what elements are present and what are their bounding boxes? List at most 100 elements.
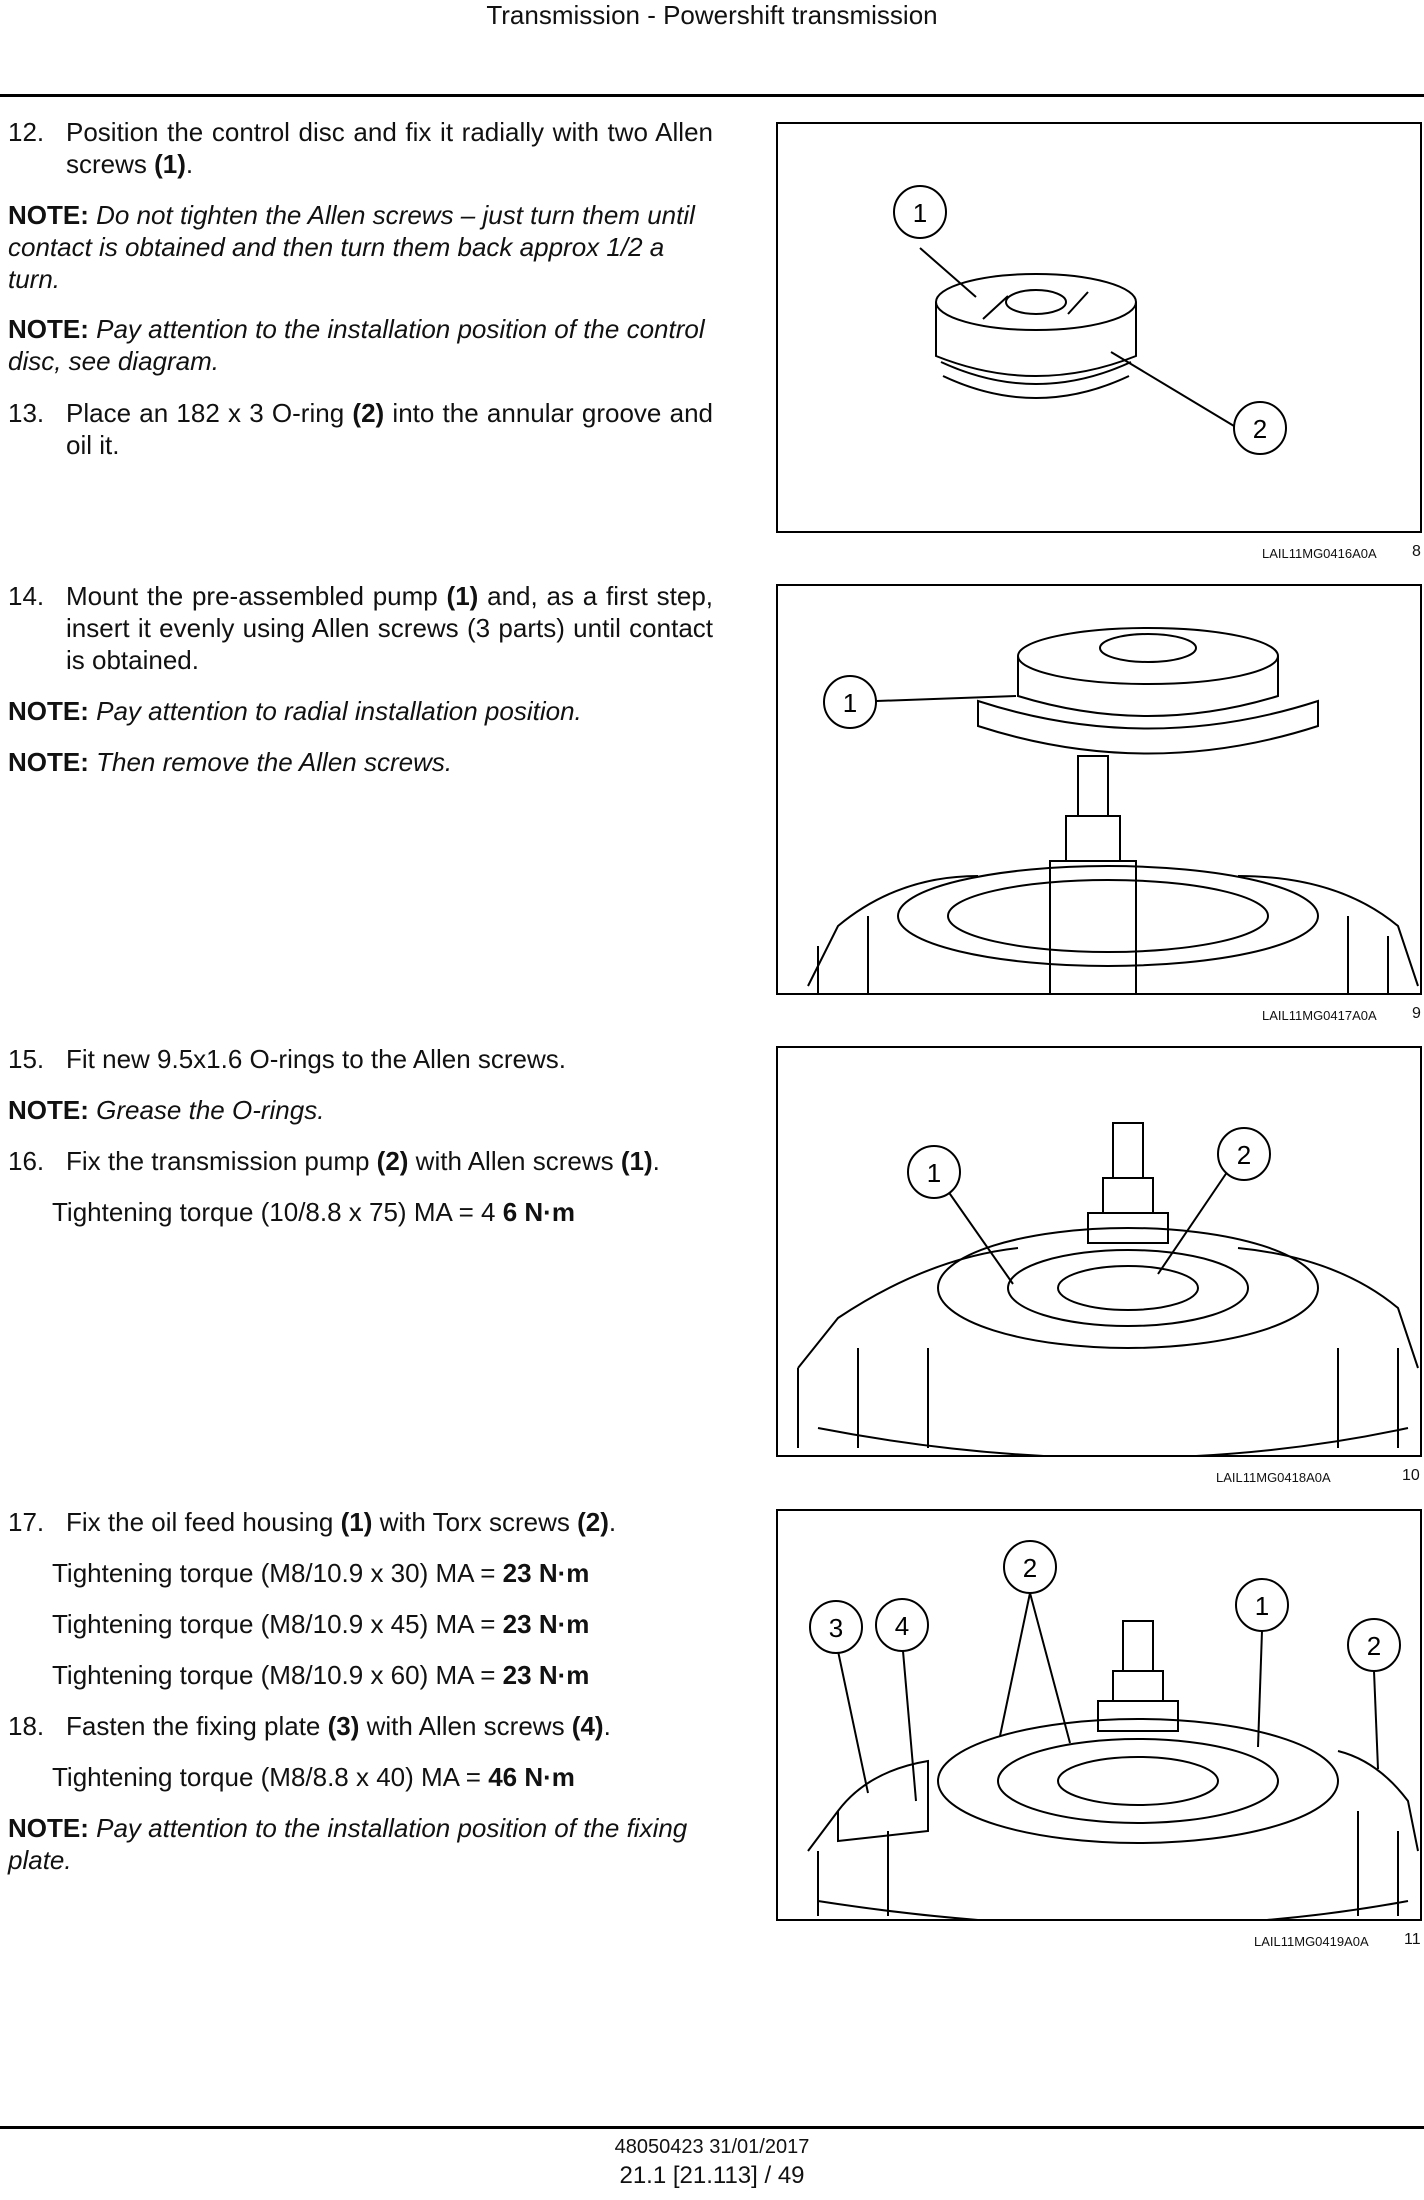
step-number: 13.	[8, 398, 45, 428]
callout-ref: (1)	[446, 581, 479, 611]
callout-label: 3	[829, 1613, 843, 1643]
figure-number: 8	[1412, 543, 1421, 560]
figure-code: LAIL11MG0419A0A	[1254, 1934, 1369, 1949]
step-number: 12.	[8, 117, 45, 147]
torque-text: Tightening torque (10/8.8 x 75) MA = 4	[52, 1197, 503, 1227]
callout-ref: (1)	[154, 149, 186, 179]
torque-17c: Tightening torque (M8/10.9 x 60) MA = 23…	[52, 1659, 589, 1691]
callout-ref: (2)	[577, 1507, 609, 1537]
note-12a: NOTE: Do not tighten the Allen screws – …	[8, 199, 713, 295]
callout-ref: (1)	[620, 1146, 653, 1176]
callout-circle	[893, 185, 947, 239]
callout-label: 1	[1255, 1591, 1269, 1621]
step-text-end: and, as a first step, insert it evenly u…	[66, 581, 714, 675]
torque-value: 23 N·m	[502, 1558, 590, 1588]
torque-17b: Tightening torque (M8/10.9 x 45) MA = 23…	[52, 1608, 589, 1640]
callout-ref: (2)	[376, 1146, 409, 1176]
step-15: 15. Fit new 9.5x1.6 O-rings to the Allen…	[8, 1043, 713, 1075]
figure-number: 11	[1404, 1931, 1421, 1948]
footer-rule	[0, 2126, 1424, 2129]
step-13: 13. Place an 182 x 3 O-ring (2) into the…	[8, 397, 713, 461]
callout-label: 1	[843, 688, 857, 718]
step-17: 17. Fix the oil feed housing (1) with To…	[8, 1506, 713, 1538]
torque-value: 23 N·m	[502, 1660, 590, 1690]
torque-16: Tightening torque (10/8.8 x 75) MA = 4 6…	[52, 1196, 575, 1228]
torque-18: Tightening torque (M8/8.8 x 40) MA = 46 …	[52, 1761, 575, 1793]
page-number: 21.1 [21.113] / 49	[619, 2162, 805, 2189]
callout-label: 4	[895, 1611, 909, 1641]
figure-code: LAIL11MG0418A0A	[1216, 1470, 1331, 1485]
step-14: 14. Mount the pre-assembled pump (1) and…	[8, 580, 713, 676]
callout-label: 1	[913, 198, 927, 228]
torque-17a: Tightening torque (M8/10.9 x 30) MA = 23…	[52, 1557, 589, 1589]
note-label: NOTE:	[8, 200, 89, 230]
note-12b: NOTE: Pay attention to the installation …	[8, 313, 713, 377]
note-text: Pay attention to radial installation pos…	[88, 696, 582, 726]
step-12: 12. Position the control disc and fix it…	[8, 116, 713, 180]
step-text-mid: with Torx screws	[372, 1507, 578, 1537]
pump-mounting-illustration: 1	[807, 627, 1419, 993]
step-number: 14.	[8, 581, 45, 611]
step-text: Fix the transmission pump	[66, 1146, 377, 1176]
note-label: NOTE:	[8, 747, 89, 777]
callout-circle	[1347, 1618, 1401, 1672]
step-number: 16.	[8, 1146, 45, 1176]
step-text-mid: with Allen screws	[359, 1711, 572, 1741]
page-header: Transmission - Powershift transmission	[486, 0, 938, 30]
callout-label: 2	[1237, 1140, 1251, 1170]
step-text: Place an 182 x 3 O-ring	[66, 398, 353, 428]
step-18: 18. Fasten the fixing plate (3) with All…	[8, 1710, 713, 1742]
step-text-end: into the annular groove and oil it.	[66, 398, 713, 460]
step-text-mid: with Allen screws	[408, 1146, 621, 1176]
callout-label: 2	[1023, 1553, 1037, 1583]
callout-circle	[907, 1145, 961, 1199]
figure-number: 10	[1402, 1467, 1420, 1484]
callout-circle	[1217, 1127, 1271, 1181]
pump-fixing-illustration: 1 2	[797, 1122, 1419, 1455]
step-text-end: .	[652, 1146, 660, 1176]
figure-11: 2 1 2 3 4	[776, 1509, 1422, 1921]
figure-code: LAIL11MG0417A0A	[1262, 1008, 1377, 1023]
note-14b: NOTE: Then remove the Allen screws.	[8, 746, 713, 778]
step-text-end: .	[603, 1711, 611, 1741]
step-number: 18.	[8, 1711, 45, 1741]
figure-8: 1 2	[776, 122, 1422, 533]
step-text: Fix the oil feed housing	[66, 1507, 341, 1537]
callout-circle	[1235, 1578, 1289, 1632]
torque-value: 6 N·m	[502, 1197, 575, 1227]
step-text: Fasten the fixing plate	[66, 1711, 328, 1741]
torque-text: Tightening torque (M8/10.9 x 30) MA =	[52, 1558, 503, 1588]
callout-circle	[875, 1598, 929, 1652]
callout-ref: (4)	[571, 1711, 604, 1741]
callout-circle	[1003, 1540, 1057, 1594]
callout-label: 1	[927, 1158, 941, 1188]
torque-value: 23 N·m	[502, 1609, 590, 1639]
figure-10: 1 2	[776, 1046, 1422, 1457]
note-text: Pay attention to the installation positi…	[8, 314, 705, 376]
note-text: Do not tighten the Allen screws – just t…	[8, 200, 695, 294]
step-16: 16. Fix the transmission pump (2) with A…	[8, 1145, 713, 1177]
callout-ref: (3)	[327, 1711, 360, 1741]
note-text: Pay attention to the installation positi…	[8, 1813, 688, 1875]
torque-text: Tightening torque (M8/10.9 x 45) MA =	[52, 1609, 503, 1639]
header-rule	[0, 94, 1424, 97]
figure-9: 1	[776, 584, 1422, 995]
callout-circle	[1233, 401, 1287, 455]
step-text-end: .	[185, 149, 194, 179]
callout-label: 2	[1253, 414, 1267, 444]
note-14a: NOTE: Pay attention to radial installati…	[8, 695, 713, 727]
callout-ref: (1)	[340, 1507, 373, 1537]
figure-number: 9	[1412, 1005, 1421, 1022]
callout-ref: (2)	[352, 398, 385, 428]
callout-circle	[809, 1600, 863, 1654]
control-disc-illustration: 1 2	[893, 185, 1287, 455]
step-number: 15.	[8, 1044, 45, 1074]
note-label: NOTE:	[8, 1813, 89, 1843]
note-text: Then remove the Allen screws.	[88, 747, 453, 777]
step-number: 17.	[8, 1507, 45, 1537]
callout-circle	[823, 675, 877, 729]
step-text-end: .	[608, 1507, 617, 1537]
note-18: NOTE: Pay attention to the installation …	[8, 1812, 713, 1876]
note-label: NOTE:	[8, 696, 89, 726]
figure-code: LAIL11MG0416A0A	[1262, 546, 1377, 561]
